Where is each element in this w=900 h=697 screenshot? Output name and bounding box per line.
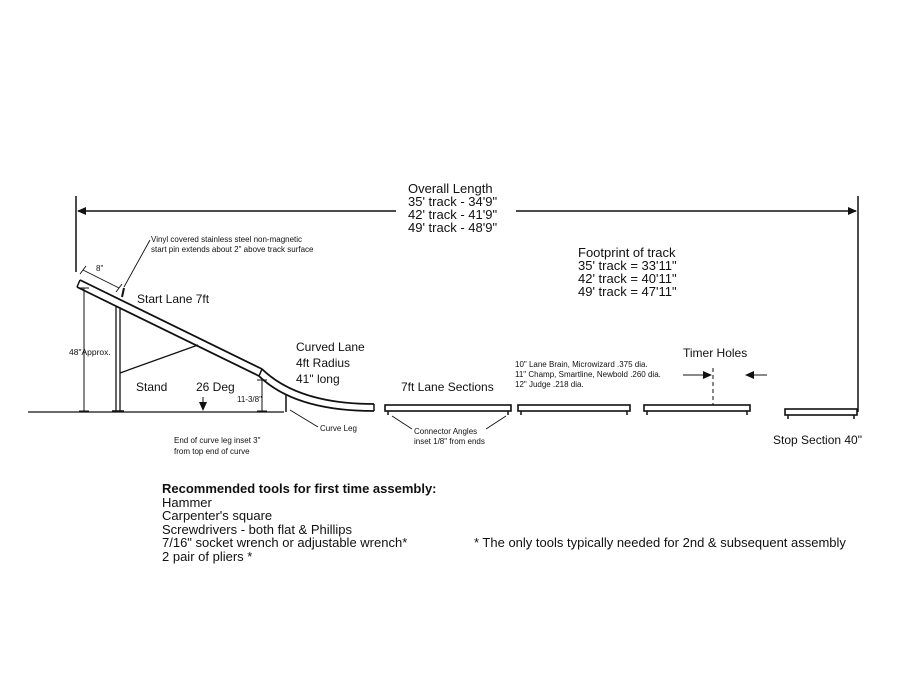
stand-label: Stand (136, 380, 167, 394)
recommended-tools: Recommended tools for first time assembl… (162, 482, 437, 563)
start-lane-label: Start Lane 7ft (137, 292, 210, 306)
tool-item: 7/16" socket wrench or adjustable wrench… (162, 535, 408, 550)
footprint-42: 42' track = 40'11" (578, 271, 677, 286)
start-lane-top-end (76, 279, 81, 288)
stand-brace (119, 344, 199, 374)
angle-label: 26 Deg (196, 380, 235, 394)
connector-leader-right (485, 415, 507, 430)
curve-leg-note-line-1: End of curve leg inset 3" (174, 436, 261, 445)
stop-section (784, 408, 858, 416)
overall-length-49: 49' track - 48'9" (408, 220, 497, 235)
curve-leg-note-line-2: from top end of curve (174, 447, 250, 456)
pin-note-leader (123, 239, 151, 288)
height-label: 48"Approx. (69, 347, 111, 357)
start-lane-top (79, 279, 263, 370)
start-lane-bottom (76, 286, 260, 377)
stop-section-label: Stop Section 40" (773, 433, 862, 447)
tools-heading: Recommended tools for first time assembl… (162, 481, 437, 496)
lane-section-2 (517, 404, 631, 412)
tool-item: 2 pair of pliers * (162, 548, 253, 564)
connector-note-line-2: inset 1/8" from ends (414, 437, 485, 446)
curved-lane-bottom (258, 375, 375, 412)
tools-footnote: * The only tools typically needed for 2n… (474, 535, 846, 550)
pin-note-line-1: Vinyl covered stainless steel non-magnet… (151, 235, 302, 244)
tool-item: Hammer (162, 494, 212, 510)
footprint-49: 49' track = 47'11" (578, 284, 677, 299)
overall-length-title: Overall Length (408, 181, 493, 196)
footprint-title: Footprint of track (578, 245, 676, 260)
tool-item: Carpenter's square (162, 508, 273, 523)
footprint-35: 35' track = 33'11" (578, 258, 677, 273)
timer-spec-line-2: 11" Champ, Smartline, Newbold .260 dia. (515, 370, 661, 379)
timer-spec-line-3: 12" Judge .218 dia. (515, 380, 584, 389)
pin-dim-label: 8" (96, 264, 103, 273)
overall-length-35: 35' track - 34'9" (408, 194, 497, 209)
timer-spec-line-1: 10" Lane Brain, Microwizard .375 dia. (515, 360, 648, 369)
pin-note-line-2: start pin extends about 2" above track s… (151, 245, 314, 254)
curve-height-label: 11-3/8" (237, 395, 262, 404)
timer-holes-label: Timer Holes (683, 346, 747, 360)
start-pin (121, 287, 125, 298)
curve-leg-leader (289, 409, 319, 428)
curved-lane-radius: 4ft Radius (296, 356, 350, 370)
lane-section-1 (384, 404, 512, 412)
pin-dim-tick-left (79, 265, 87, 275)
lane-section-3 (643, 404, 751, 412)
pin-dim-line (82, 269, 120, 289)
curve-leg-label: Curve Leg (320, 424, 357, 433)
curved-lane-top (261, 368, 375, 405)
curved-lane-label: Curved Lane (296, 340, 365, 354)
connector-leader-left (391, 415, 413, 430)
start-lane-bottom-end (258, 368, 263, 377)
connector-note-line-1: Connector Angles (414, 427, 477, 436)
tool-item: Screwdrivers - both flat & Phillips (162, 521, 353, 537)
curved-lane-length: 41" long (296, 372, 340, 386)
pin-dim-tick-right (115, 283, 123, 293)
overall-length-42: 42' track - 41'9" (408, 207, 497, 222)
lane-sections-label: 7ft Lane Sections (401, 380, 494, 394)
